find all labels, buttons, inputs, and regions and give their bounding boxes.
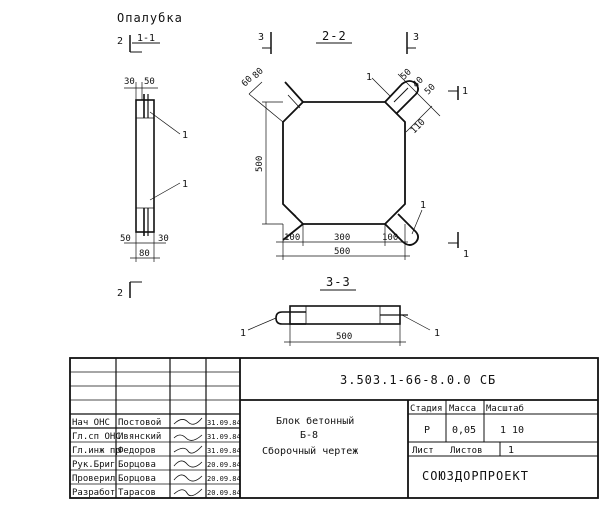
sheets-count: 1 <box>508 445 514 456</box>
dim-1-1-width: 80 <box>139 249 150 259</box>
dim-1-1-bottom-left: 50 <box>120 234 131 244</box>
dim-3-3-length: 500 <box>336 332 352 342</box>
col-scale-label: Масштаб <box>486 403 524 414</box>
scale-value: 1 10 <box>500 425 524 436</box>
dim-1-1-top-right: 50 <box>144 77 155 87</box>
signature-row: Гл.сп ОНС Ивянский 31.09.84 <box>72 432 241 442</box>
organization: СОЮЗДОРПРОЕКТ <box>422 469 529 483</box>
cut-mark-1-top: 1 <box>462 86 468 97</box>
section-1-1-title: 1-1 <box>137 33 155 44</box>
callout-1-1-upper: 1 <box>182 130 188 141</box>
section-2-2: 2-2 3 3 1 1 60 80 50 40 50 <box>240 29 469 260</box>
handwritten-signature <box>173 445 203 454</box>
dim-2-2-total: 500 <box>334 247 350 257</box>
signature-name: Федоров <box>118 446 156 456</box>
handwritten-signature <box>173 474 203 482</box>
signature-date: 20.09.84 <box>207 461 241 469</box>
section-1-1: 1-1 2 2 30 50 1 1 50 30 <box>117 33 188 299</box>
sheet-heading: Опалубка <box>117 11 183 25</box>
signature-role: Проверил <box>72 474 115 484</box>
cut-mark-2-top: 2 <box>117 36 123 47</box>
handwritten-signature <box>173 434 203 441</box>
section-2-2-title: 2-2 <box>322 29 347 43</box>
dim-2-2-bottom-left: 100 <box>284 233 300 243</box>
sheet-label: Лист <box>412 446 434 456</box>
section-3-3-title: 3-3 <box>326 275 351 289</box>
drawing-name-line3: Сборочный чертеж <box>262 445 358 457</box>
dim-2-2-height: 500 <box>255 156 265 172</box>
callout-2-2-lower: 1 <box>420 200 426 211</box>
mass-value: 0,05 <box>452 425 476 436</box>
cut-mark-3-right: 3 <box>413 32 419 43</box>
signature-row: Разработ Тарасов 20.09.84 <box>72 487 241 498</box>
cut-mark-2-bottom: 2 <box>117 288 123 299</box>
callout-3-3-right: 1 <box>434 328 440 339</box>
dim-2-2-bottom-mid: 300 <box>334 233 350 243</box>
signature-date: 20.09.84 <box>207 475 241 483</box>
signature-date: 20.09.84 <box>207 489 241 497</box>
signature-role: Гл.сп ОНС <box>72 432 121 442</box>
signature-date: 31.09.84 <box>207 419 241 427</box>
dim-2-2-loop-3: 50 <box>423 82 438 97</box>
dim-2-2-loop-2: 40 <box>411 75 426 90</box>
handwritten-signature <box>173 488 203 497</box>
section-3-3: 3-3 1 1 500 <box>240 275 440 346</box>
doc-number: 3.503.1-66-8.0.0 СБ <box>340 373 496 387</box>
col-mass-label: Масса <box>449 404 476 414</box>
callout-1-1-lower: 1 <box>182 179 188 190</box>
dim-2-2-bottom-right: 100 <box>382 233 398 243</box>
handwritten-signature <box>173 417 203 425</box>
callout-2-2-upper: 1 <box>366 72 372 83</box>
signature-name: Ивянский <box>118 432 161 442</box>
signature-date: 31.09.84 <box>207 433 241 441</box>
stage-value: Р <box>424 425 430 436</box>
signature-row: Рук.Бриг Борцова 20.09.84 <box>72 460 241 470</box>
signature-role: Разработ <box>72 487 115 498</box>
signature-role: Гл.инж пр <box>72 446 121 456</box>
signature-date: 31.09.84 <box>207 447 241 455</box>
signature-row: Проверил Борцова 20.09.84 <box>72 474 241 484</box>
signature-role: Рук.Бриг <box>72 460 115 470</box>
dim-2-2-loop-diag: 110 <box>409 118 428 137</box>
dim-1-1-top-left: 30 <box>124 77 135 87</box>
sheets-label: Листов <box>450 446 483 456</box>
handwritten-signature <box>173 460 203 468</box>
signature-row: Гл.инж пр Федоров 31.09.84 <box>72 445 241 456</box>
signature-row: Нач ОНС Постовой 31.09.84 <box>72 417 241 428</box>
cut-mark-3-left: 3 <box>258 32 264 43</box>
col-stage-label: Стадия <box>410 404 443 414</box>
dim-1-1-bottom-right: 30 <box>158 234 169 244</box>
signature-name: Борцова <box>118 460 156 470</box>
signature-name: Тарасов <box>118 488 156 498</box>
dim-2-2-loop-1: 50 <box>399 67 414 82</box>
callout-3-3-left: 1 <box>240 328 246 339</box>
cut-mark-1-bottom: 1 <box>463 249 469 260</box>
dim-2-2-chamfer-left-2: 80 <box>251 66 266 81</box>
title-block: 3.503.1-66-8.0.0 СБ Блок бетонный Б-8 Сб… <box>69 357 599 499</box>
drawing-name-line1: Блок бетонный <box>276 415 354 427</box>
signature-name: Борцова <box>118 474 156 484</box>
signature-role: Нач ОНС <box>72 418 110 428</box>
drawing-name-line2: Б-8 <box>300 430 318 441</box>
signature-name: Постовой <box>118 418 161 428</box>
